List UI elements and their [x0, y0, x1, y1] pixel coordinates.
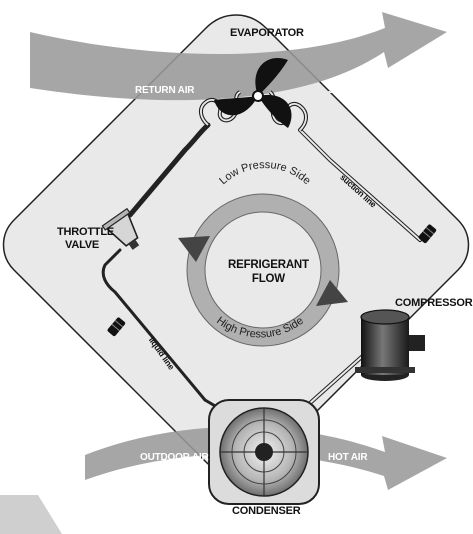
- throttle-label: THROTTLE: [57, 226, 115, 238]
- refrigerant-label: REFRIGERANT: [228, 259, 309, 271]
- filter-drier-icon-2: [107, 317, 126, 337]
- evaporator-label: EVAPORATOR: [230, 27, 304, 39]
- valve-label: VALVE: [65, 239, 100, 251]
- refrigerant-flow-label: REFRIGERANT FLOW: [228, 258, 309, 286]
- compressor-label: COMPRESSOR: [395, 297, 473, 309]
- condenser-fan-icon: [208, 399, 320, 505]
- top-air-arrow: [30, 12, 447, 101]
- corner-shape: [0, 495, 62, 534]
- flow-label: FLOW: [251, 273, 285, 285]
- hot-air-label: HOT AIR: [328, 452, 368, 463]
- supply-air-label: SUPPLY AIR: [328, 85, 385, 96]
- return-air-label: RETURN AIR: [135, 85, 195, 96]
- condenser-label: CONDENSER: [232, 505, 301, 517]
- compressor-icon: [355, 309, 425, 381]
- throttle-valve-icon: [101, 207, 140, 250]
- fan-icon: [214, 57, 292, 128]
- throttle-valve-label: THROTTLE VALVE: [57, 226, 114, 252]
- refrigerant-flow-ring: [178, 193, 348, 347]
- filter-drier-icon: [418, 224, 437, 244]
- outdoor-air-label: OUTDOOR AIR: [140, 452, 209, 463]
- bottom-air-arrow: [85, 426, 447, 490]
